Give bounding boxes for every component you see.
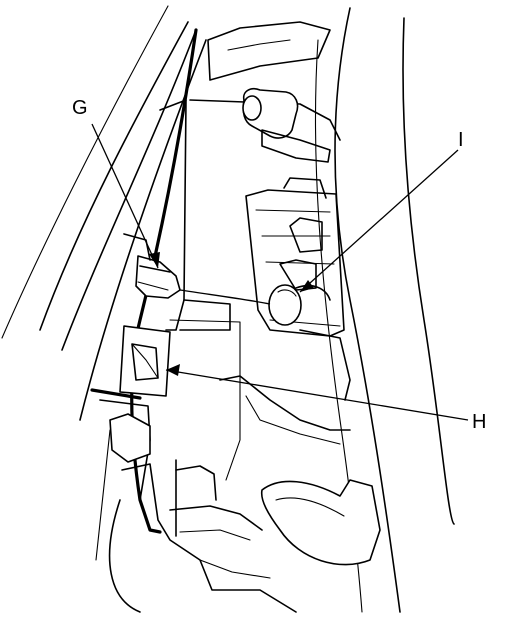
leader-g-arrowhead bbox=[149, 252, 160, 268]
callout-h: H bbox=[472, 411, 486, 433]
callout-leaders bbox=[91, 123, 469, 421]
door-frame-outer-lines bbox=[1, 5, 207, 421]
leader-h bbox=[165, 369, 469, 421]
leader-i bbox=[299, 149, 459, 293]
callout-i: I bbox=[458, 129, 464, 151]
lower-bracket bbox=[95, 413, 297, 613]
upper-mount bbox=[189, 21, 341, 163]
clip-i bbox=[268, 284, 331, 326]
leader-g-to-i-link bbox=[179, 289, 271, 305]
lower-body-structure bbox=[159, 99, 351, 541]
leader-g bbox=[91, 123, 159, 269]
callout-g: G bbox=[72, 97, 88, 119]
clip-rail-assembly bbox=[245, 177, 345, 337]
leader-i-arrowhead bbox=[300, 280, 314, 292]
clip-g bbox=[123, 233, 181, 299]
leader-h-arrowhead bbox=[166, 364, 180, 376]
retaining-tab-lower bbox=[260, 479, 381, 566]
clip-h bbox=[119, 325, 171, 397]
